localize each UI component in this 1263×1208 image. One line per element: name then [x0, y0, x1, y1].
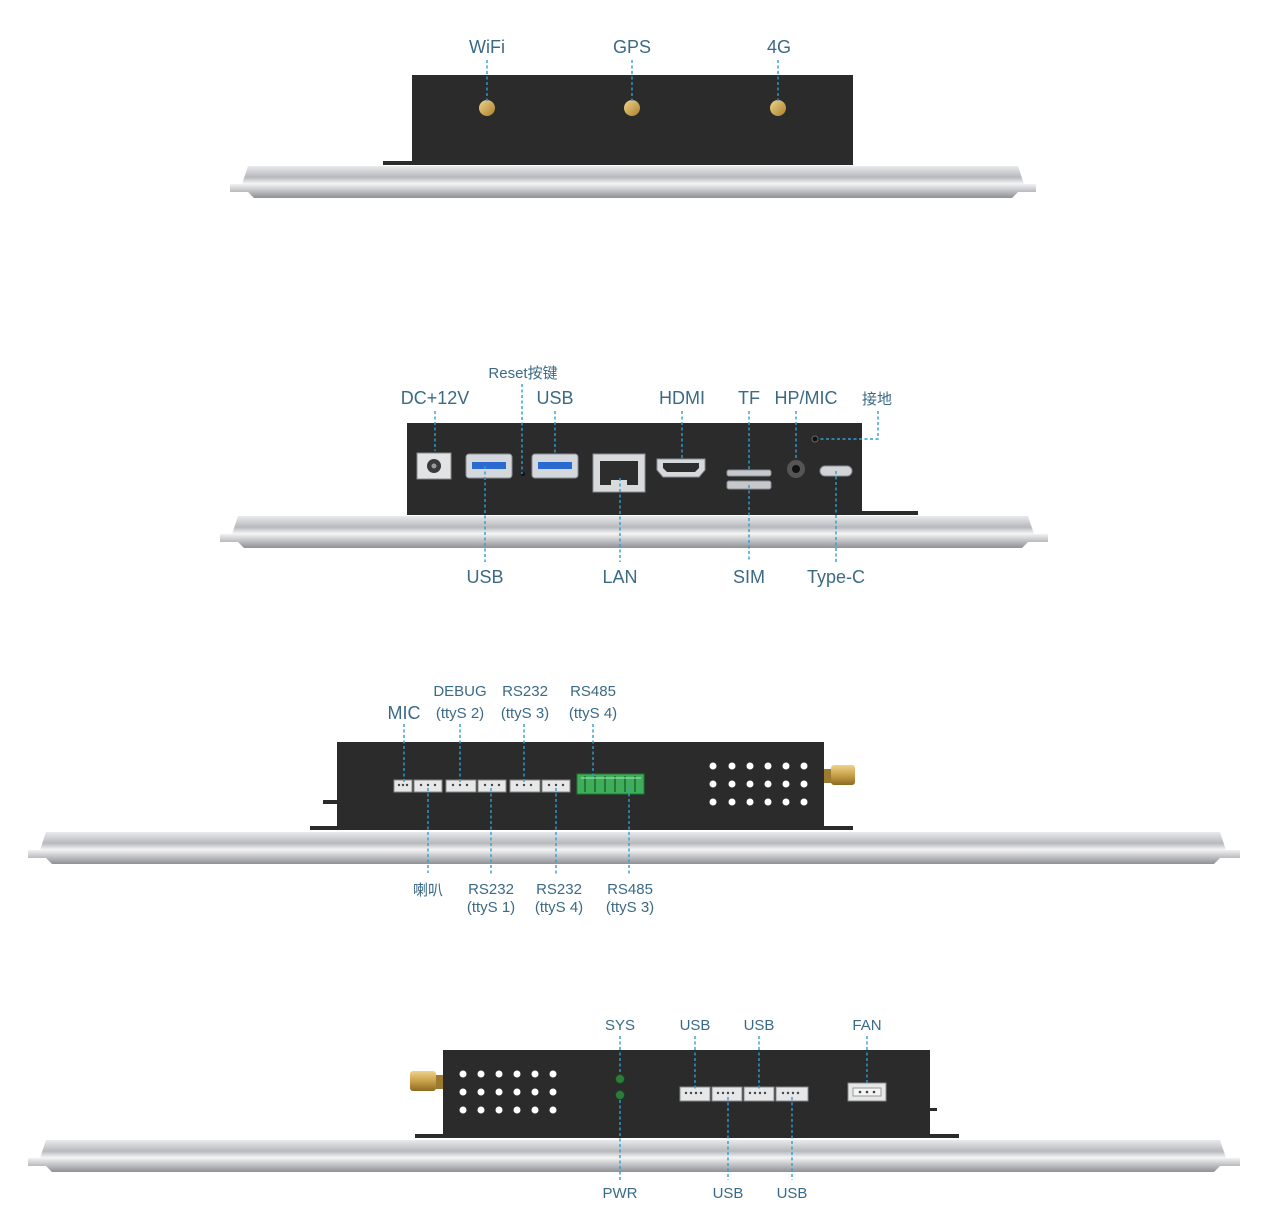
side-tab-left: [323, 800, 337, 804]
side-bracket-right: [823, 826, 853, 830]
front-bezel: [220, 516, 1048, 548]
usb-bottom-label: USB: [466, 567, 503, 587]
ground-label: 接地: [862, 391, 892, 408]
usb4-label: USB: [777, 1185, 808, 1202]
pwr-led-icon: [615, 1090, 625, 1100]
rs232-ttys4-header-icon: [541, 779, 571, 793]
usb2-label: USB: [744, 1017, 775, 1034]
rs232-ttys4-label-2: (ttyS 4): [535, 899, 583, 916]
gps-antenna-icon: [624, 100, 640, 116]
pwr-label: PWR: [603, 1185, 638, 1202]
debug-label-2: (ttyS 2): [436, 705, 484, 722]
sim-label: SIM: [733, 567, 765, 587]
sys-label: SYS: [605, 1017, 635, 1034]
back-antenna-icon: [410, 1071, 443, 1091]
side-view: MIC DEBUG (ttyS 2) RS232 (ttyS 3) RS485 …: [28, 683, 1240, 916]
tf-slot-icon: [726, 469, 772, 477]
rs232-ttys1-header-icon: [477, 779, 507, 793]
usb-header-1-icon: [679, 1086, 711, 1102]
reset-label: Reset按键: [488, 365, 557, 382]
back-bezel: [28, 1140, 1240, 1172]
audio-jack-icon: [787, 460, 805, 478]
hpmic-label: HP/MIC: [775, 388, 838, 408]
mic-label: MIC: [388, 703, 421, 723]
dc-jack-icon: [416, 452, 452, 480]
rs485-ttys3-label-1: RS485: [607, 881, 653, 898]
lan-port-icon: [592, 453, 646, 493]
lte-label: 4G: [767, 37, 791, 57]
usb1-label: USB: [680, 1017, 711, 1034]
side-vent-grid: [709, 762, 808, 806]
rs485-ttys4-label-1: RS485: [570, 683, 616, 700]
back-bracket-left: [415, 1134, 444, 1138]
ground-leader: [818, 411, 879, 440]
gps-label: GPS: [613, 37, 651, 57]
mic-header-icon: [393, 779, 413, 793]
rs485-terminal-block-icon: [576, 773, 645, 795]
side-antenna-icon: [824, 765, 855, 785]
top-bezel: [230, 166, 1036, 198]
hdmi-label: HDMI: [659, 388, 705, 408]
speaker-label: 喇叭: [413, 882, 443, 899]
dc-label: DC+12V: [401, 388, 470, 408]
usb-top-label: USB: [536, 388, 573, 408]
typec-label: Type-C: [807, 567, 865, 587]
speaker-header-icon: [413, 779, 443, 793]
rs232-ttys4-label-1: RS232: [536, 881, 582, 898]
back-bracket-right: [929, 1134, 959, 1138]
back-vent-grid: [459, 1070, 557, 1114]
usb-port-1-icon: [465, 453, 513, 479]
back-tab-right: [929, 1108, 937, 1111]
rs232-ttys1-label-2: (ttyS 1): [467, 899, 515, 916]
usb3-label: USB: [713, 1185, 744, 1202]
front-view: DC+12V Reset按键 USB HDMI TF HP/MIC 接地 USB…: [220, 365, 1048, 587]
debug-header-icon: [445, 779, 477, 793]
top-view: WiFi GPS 4G: [230, 37, 1036, 198]
hdmi-port-icon: [656, 458, 706, 478]
front-bracket-right: [860, 511, 918, 515]
sys-led-icon: [615, 1074, 625, 1084]
ground-screw-icon: [811, 435, 819, 443]
rs232-ttys3-label-1: RS232: [502, 683, 548, 700]
usb-header-4-icon: [775, 1086, 809, 1102]
wifi-antenna-icon: [479, 100, 495, 116]
rs485-ttys4-label-2: (ttyS 4): [569, 705, 617, 722]
lan-label: LAN: [602, 567, 637, 587]
back-view: SYS USB USB FAN PWR USB USB: [28, 1017, 1240, 1202]
lte-antenna-icon: [770, 100, 786, 116]
rs232-ttys3-header-icon: [509, 779, 541, 793]
tf-label: TF: [738, 388, 760, 408]
usb-header-3-icon: [743, 1086, 775, 1102]
usb-header-2-icon: [711, 1086, 743, 1102]
top-bracket-left: [383, 161, 413, 165]
rs232-ttys1-label-1: RS232: [468, 881, 514, 898]
side-bracket-left: [310, 826, 338, 830]
side-bezel: [28, 832, 1240, 864]
rs232-ttys3-label-2: (ttyS 3): [501, 705, 549, 722]
rs485-ttys3-label-2: (ttyS 3): [606, 899, 654, 916]
usb-port-2-icon: [531, 453, 579, 479]
debug-label-1: DEBUG: [433, 683, 486, 700]
wifi-label: WiFi: [469, 37, 505, 57]
fan-header-icon: [847, 1082, 887, 1102]
fan-label: FAN: [852, 1017, 881, 1034]
